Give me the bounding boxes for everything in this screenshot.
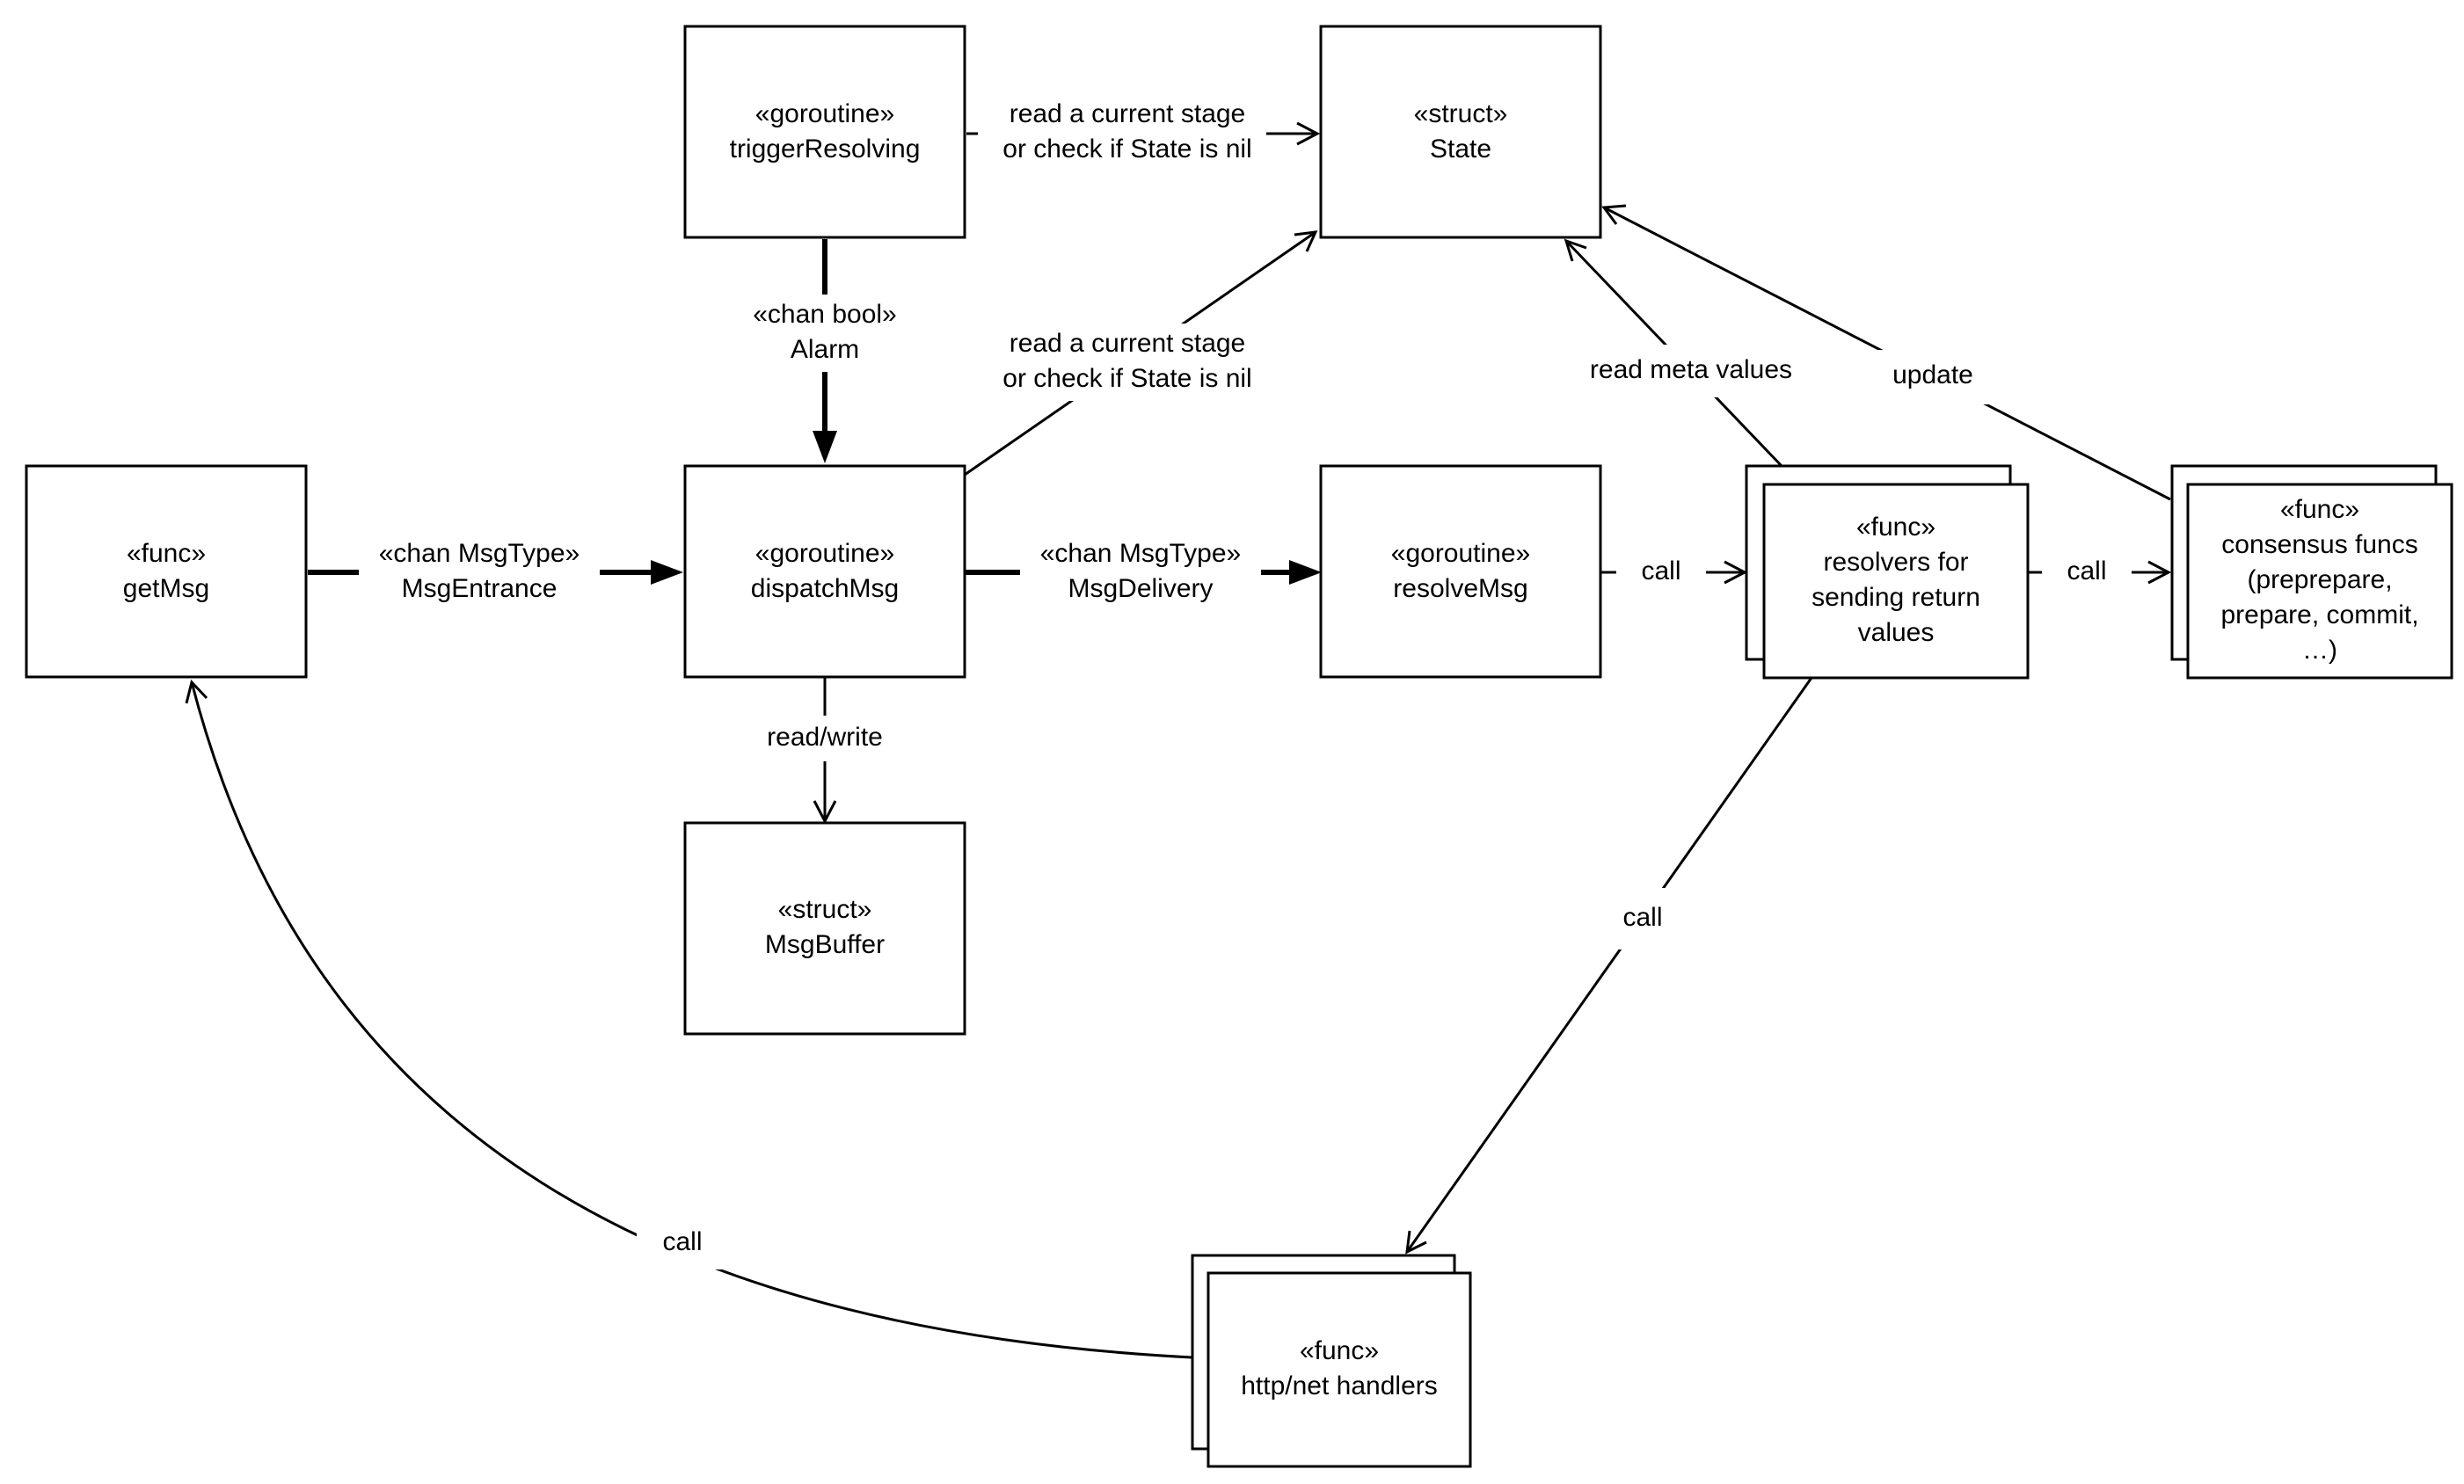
box-title: getMsg: [123, 574, 209, 603]
box-title: resolveMsg: [1393, 574, 1527, 603]
label-line: MsgEntrance: [402, 574, 558, 603]
box-title: dispatchMsg: [751, 574, 899, 603]
edge-label-resolvers-call: call: [2042, 552, 2132, 593]
box-stereotype: «struct»: [778, 895, 872, 924]
edge-to-http-call: [1405, 677, 1813, 1255]
box-title-line: …): [2302, 636, 2337, 665]
box-msg-buffer: «struct» MsgBuffer: [683, 821, 966, 1036]
edge-label-trigger-to-state: read a current stage or check if State i…: [978, 95, 1266, 165]
label-text: update: [1892, 360, 1973, 389]
label-text: call: [662, 1227, 702, 1256]
edge-label-entrance: «chan MsgType» MsgEntrance: [359, 533, 600, 612]
box-get-msg: «func» getMsg: [25, 464, 308, 679]
label-text: call: [1641, 556, 1680, 586]
box-stereotype: «func»: [1300, 1336, 1379, 1365]
box-title: State: [1430, 135, 1491, 164]
box-stereotype: «goroutine»: [755, 539, 894, 568]
label-line: Alarm: [791, 335, 859, 364]
box-stereotype: «goroutine»: [755, 99, 894, 128]
edge-label-http-to-getmsg-call: call: [637, 1220, 728, 1269]
box-state: «struct» State: [1319, 25, 1602, 239]
box-dispatch-msg: «goroutine» dispatchMsg: [683, 464, 966, 679]
box-stereotype: «func»: [127, 539, 206, 568]
label-text: read/write: [767, 723, 883, 752]
box-trigger-resolving: «goroutine» triggerResolving: [683, 25, 966, 239]
edge-label-update: update: [1871, 350, 1998, 404]
box-title-line: consensus funcs: [2221, 530, 2417, 559]
label-text: read meta values: [1590, 355, 1792, 384]
label-text: call: [2067, 556, 2106, 586]
edge-label-read-meta: read meta values: [1564, 345, 1819, 397]
label-line: MsgDelivery: [1068, 574, 1213, 603]
box-stereotype: «goroutine»: [1391, 539, 1530, 568]
box-title-line: resolvers for: [1823, 548, 1968, 577]
edge-label-dispatch-to-state: read a current stage or check if State i…: [978, 324, 1266, 401]
label-text: call: [1622, 903, 1662, 932]
box-stereotype: «func»: [2280, 495, 2359, 524]
box-stereotype: «struct»: [1414, 99, 1508, 128]
box-title: MsgBuffer: [765, 930, 885, 959]
box-resolvers: «func» resolvers for sending return valu…: [1745, 464, 2030, 680]
box-stereotype: «func»: [1856, 513, 1935, 542]
box-consensus-funcs: «func» consensus funcs (preprepare, prep…: [2170, 464, 2453, 680]
edge-label-alarm: «chan bool» Alarm: [730, 295, 920, 372]
label-line: «chan MsgType»: [379, 539, 580, 568]
label-line: read a current stage: [1010, 99, 1246, 128]
edge-label-to-http-call: call: [1599, 888, 1688, 949]
box-title-line: sending return: [1812, 583, 1980, 612]
edge-label-readwrite: read/write: [753, 716, 897, 761]
label-line: «chan MsgType»: [1040, 539, 1241, 568]
box-title: http/net handlers: [1241, 1371, 1438, 1400]
label-line: or check if State is nil: [1002, 135, 1251, 164]
label-line: «chan bool»: [753, 300, 896, 329]
label-line: read a current stage: [1010, 329, 1246, 358]
label-line: or check if State is nil: [1002, 364, 1251, 393]
edge-label-resolve-call: call: [1616, 552, 1706, 593]
box-resolve-msg: «goroutine» resolveMsg: [1319, 464, 1602, 679]
box-http-handlers: «func» http/net handlers: [1191, 1254, 1472, 1468]
box-title-line: prepare, commit,: [2220, 600, 2418, 629]
box-title: triggerResolving: [730, 135, 921, 164]
box-title-line: (preprepare,: [2247, 565, 2392, 594]
edge-http-to-getmsg-call: [185, 679, 1192, 1359]
edge-label-delivery: «chan MsgType» MsgDelivery: [1020, 533, 1261, 612]
box-title-line: values: [1858, 618, 1935, 647]
